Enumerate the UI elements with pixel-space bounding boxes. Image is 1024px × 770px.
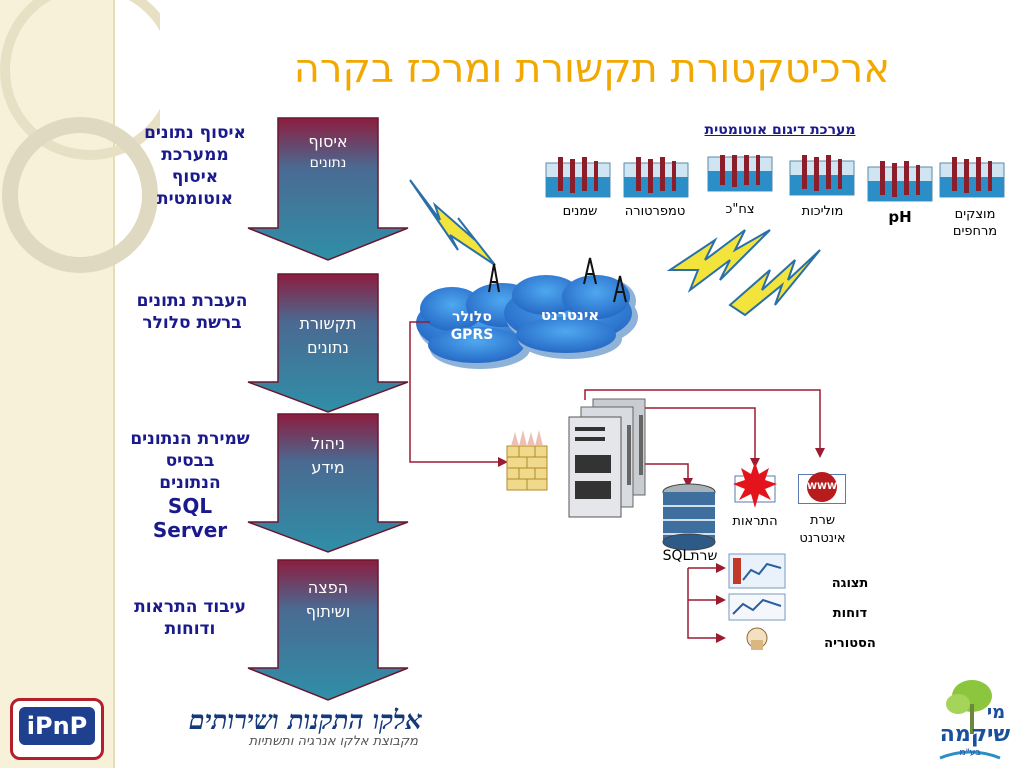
sql-database-icon (662, 483, 716, 551)
output-reports-label: דוחות (832, 606, 868, 621)
output-thumbnails (728, 553, 786, 650)
company-subtitle: מקבוצת אלקו אנרגיה ותשתיות (248, 734, 418, 749)
sampling-title: מערכת דיגום אוטומטית (704, 122, 856, 138)
logo-right-line1: מי (986, 702, 1006, 723)
stage-arrow-3 (247, 413, 409, 553)
sensor-label-conductivity: מוליכות (801, 204, 844, 219)
sensor-label-ph: pH (888, 208, 912, 226)
alerts-label: התראות (732, 514, 778, 529)
logo-left: iPnP (10, 698, 104, 760)
history-thumbnail-icon (746, 627, 768, 650)
decor-circles (0, 0, 160, 273)
logo-left-text: iPnP (19, 707, 95, 745)
firewall-icon (506, 430, 548, 491)
antenna-tower-icons (488, 257, 627, 303)
server-rack-icon (568, 398, 646, 518)
display-thumbnail-icon (728, 553, 786, 589)
stage-arrow-1 (247, 117, 409, 261)
network-clouds (416, 275, 638, 369)
alert-burst-icon (733, 462, 777, 508)
logo-right: מי שיקמה בע"מ (920, 676, 1020, 766)
cloud-internet-label: אינטרנט (540, 306, 600, 324)
connection-lines (409, 321, 825, 643)
page-title: ארכיטקטורת תקשורת ומרכז בקרה (293, 46, 890, 92)
sensor-tanks (545, 155, 1005, 202)
sensor-label-oils: שמנים (562, 204, 598, 219)
output-history-label: הסטוריה (824, 636, 876, 651)
stage-arrow-4 (247, 559, 409, 701)
output-display-label: תצוגה (831, 576, 869, 591)
logo-right-line2: שיקמה (939, 722, 1011, 747)
reports-thumbnail-icon (728, 593, 786, 621)
wireless-lightning-bolts (409, 179, 821, 317)
www-globe-icon: WWW (807, 472, 837, 502)
stage-arrow-2 (247, 273, 409, 413)
tree-logo-icon (939, 680, 1001, 760)
company-name: אלקו התקנות ושירותים (188, 706, 422, 736)
sensor-label-temperature: טמפרטורה (624, 204, 686, 219)
sensor-label-cod: צח"כ (725, 202, 755, 217)
stage-arrows (247, 117, 409, 701)
logo-right-line3: בע"מ (959, 748, 981, 758)
sql-server-label: שרתSQL (662, 548, 718, 564)
